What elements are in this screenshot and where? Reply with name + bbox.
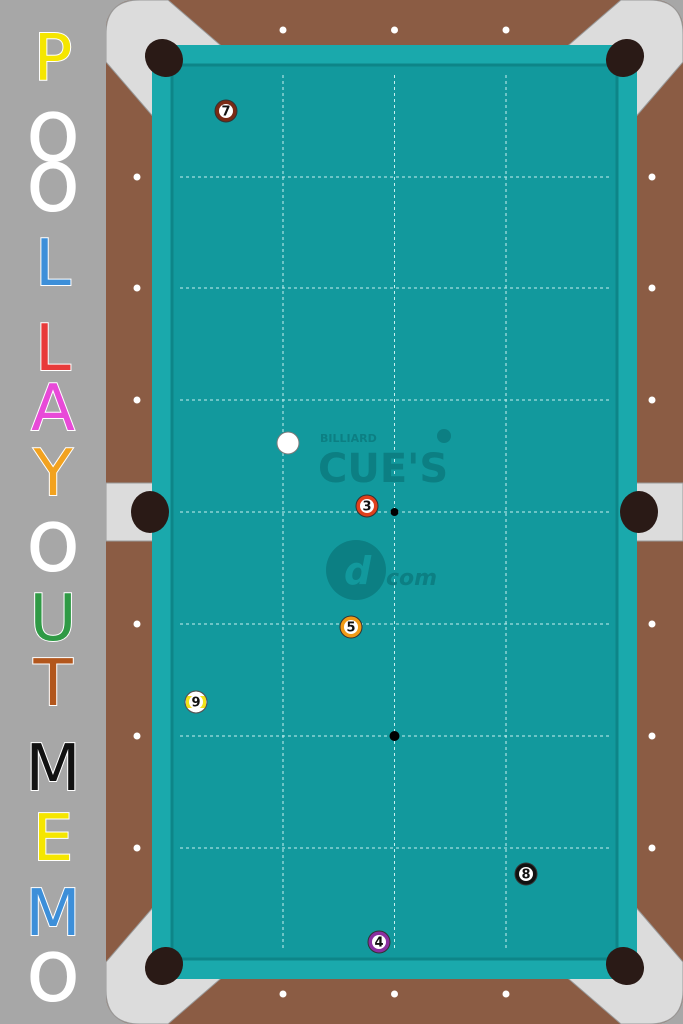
logo-d-letter: d: [344, 549, 372, 593]
logo-small-text: BILLIARD: [320, 432, 377, 445]
rail-diamond: [648, 732, 656, 740]
title-letter: O: [28, 942, 78, 1016]
pocket-middle-right: [620, 491, 658, 533]
ball-7[interactable]: 7: [214, 99, 238, 123]
ball-8[interactable]: 8: [514, 862, 538, 886]
foot-spot: [389, 731, 400, 741]
rail-diamond: [133, 620, 141, 628]
title-letter: A: [31, 372, 75, 446]
felt-grid: [180, 75, 609, 949]
ball-number: 9: [191, 696, 200, 711]
rail-diamond: [648, 620, 656, 628]
pocket-top-right: [605, 38, 645, 78]
logo-cue-ball-icon: [437, 429, 451, 443]
logo-d-icon: [326, 540, 386, 600]
ball-number: 8: [521, 868, 530, 883]
rail-diamond: [391, 26, 398, 34]
ball-5[interactable]: 5: [339, 615, 363, 639]
felt-edge: [170, 63, 619, 961]
ball-number: 7: [221, 105, 230, 120]
pocket-top-left: [144, 38, 184, 78]
ball-number: 3: [362, 500, 371, 515]
balls[interactable]: 7 3 5 9 8 4: [184, 99, 538, 954]
pockets: [131, 38, 658, 986]
title-letter: O: [28, 512, 78, 586]
ball-number: 4: [374, 936, 383, 951]
pocket-bottom-right: [605, 946, 645, 986]
logo-main-text: CUE'S: [318, 446, 448, 492]
pocket-bottom-left: [144, 946, 184, 986]
rail-diamond: [648, 844, 656, 852]
title-letter: T: [32, 647, 73, 721]
rail-diamond: [133, 732, 141, 740]
title-letter: E: [33, 802, 73, 876]
title-letter: O: [28, 102, 78, 176]
rail-diamond: [133, 284, 141, 292]
rail-diamond: [279, 990, 287, 998]
rail-diamond: [133, 844, 141, 852]
ball-3[interactable]: 3: [355, 494, 379, 518]
title-letter: U: [30, 582, 77, 656]
rail-diamond: [648, 173, 656, 181]
center-spot: [390, 508, 399, 516]
rail-diamond: [133, 396, 141, 404]
rail-diamond: [648, 396, 656, 404]
title-letter: L: [35, 227, 71, 301]
title-letter: Y: [32, 437, 73, 511]
billiard-cues-logo: BILLIARD CUE'S d com: [318, 429, 451, 600]
cue-ball[interactable]: [276, 431, 300, 455]
ball-9[interactable]: 9: [184, 690, 208, 714]
pool-table[interactable]: BILLIARD CUE'S d com 7 3 5 9 8 4: [106, 0, 683, 1024]
rail-diamond: [502, 26, 510, 34]
rail-diamond: [648, 284, 656, 292]
title-letter: P: [34, 22, 73, 96]
rail-diamonds: [133, 26, 656, 998]
logo-web-text: com: [386, 566, 437, 591]
rail-diamond: [502, 990, 510, 998]
rail-diamond: [133, 173, 141, 181]
title-letter: M: [25, 877, 80, 951]
rail-diamond: [279, 26, 287, 34]
title-letter: L: [35, 312, 71, 386]
pocket-middle-left: [131, 491, 169, 533]
ball-number: 5: [346, 621, 355, 636]
title-letter: O: [28, 152, 78, 226]
rail-diamond: [391, 990, 398, 998]
title-letter: M: [25, 732, 80, 806]
ball-4[interactable]: 4: [367, 930, 391, 954]
